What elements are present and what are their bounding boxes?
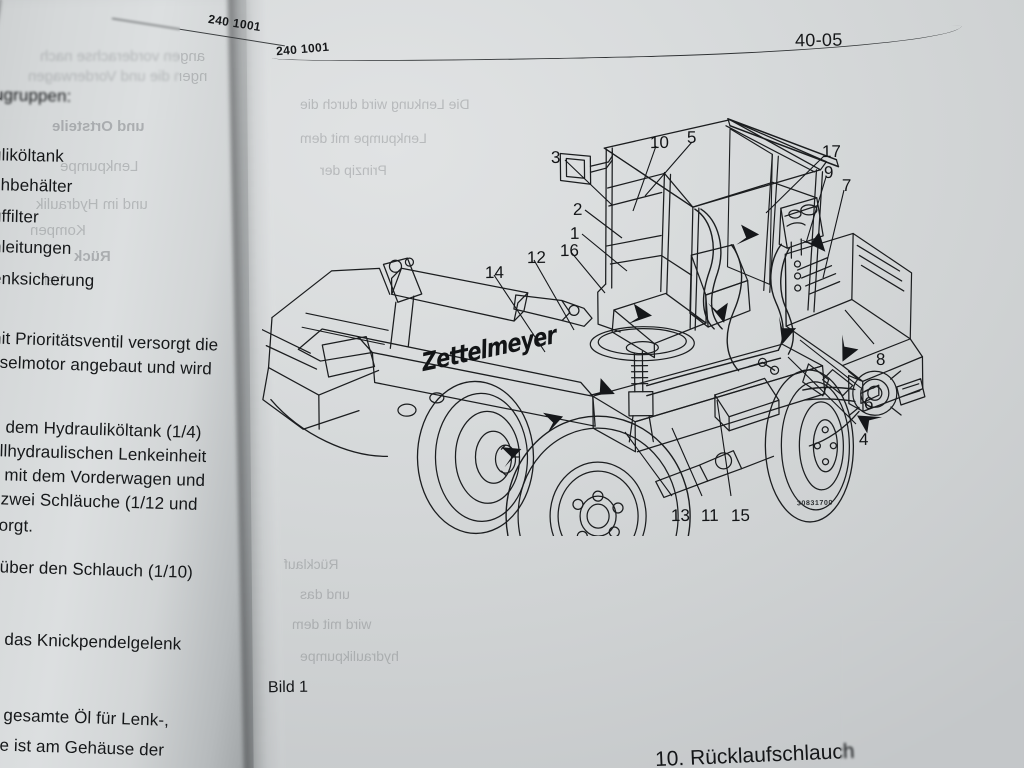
technical-figure xyxy=(262,96,962,536)
figure-callout-15: 15 xyxy=(730,505,751,526)
figure-callout-14: 14 xyxy=(484,262,505,283)
left-text-line: chbehälter xyxy=(0,175,73,196)
figure-drawing-number: 30831700 xyxy=(796,499,834,508)
left-text-line: enksicherung xyxy=(0,268,95,291)
left-text-line: ugruppen: xyxy=(0,85,72,106)
figure-callout-9: 9 xyxy=(823,162,834,183)
left-text-line: sorgt. xyxy=(0,515,34,536)
figure-callout-17: 17 xyxy=(821,141,842,162)
right-page-header-number-right: 40-05 xyxy=(794,29,843,51)
figure-callout-2: 2 xyxy=(572,199,583,220)
left-text-line: uliköltank xyxy=(0,145,65,166)
left-text-line: hleitungen xyxy=(0,237,72,258)
figure-callout-7: 7 xyxy=(841,175,852,196)
figure-callout-6: 6 xyxy=(863,393,874,414)
figure-callout-10: 10 xyxy=(649,132,670,153)
figure-callout-11: 11 xyxy=(700,505,719,526)
figure-callout-4: 4 xyxy=(858,429,869,450)
figure-callout-16: 16 xyxy=(559,240,580,261)
figure-callout-8: 8 xyxy=(875,349,886,370)
figure-callout-13: 13 xyxy=(670,505,691,526)
left-text-line: uffilter xyxy=(0,206,40,227)
figure-caption: Bild 1 xyxy=(267,678,309,697)
figure-callout-3: 3 xyxy=(550,147,561,168)
figure-callout-12: 12 xyxy=(526,247,547,268)
figure-callout-5: 5 xyxy=(686,127,697,148)
